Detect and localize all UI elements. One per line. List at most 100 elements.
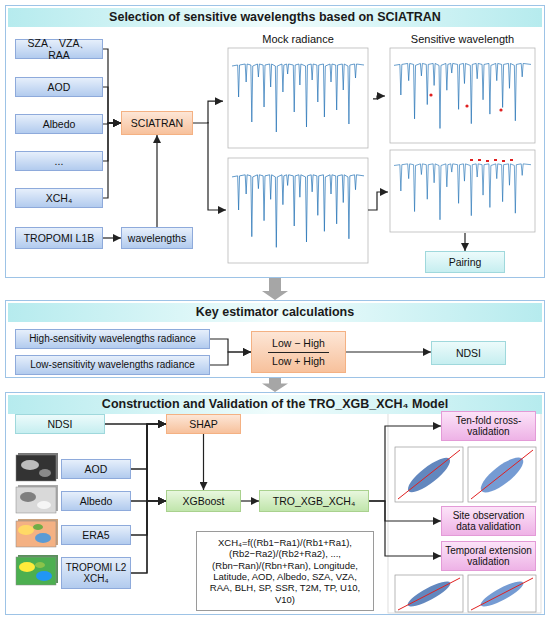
input-box: SZA、VZA、RAA: [15, 39, 103, 59]
node-label: XGBoost: [182, 495, 224, 507]
flow-arrow: [131, 424, 166, 573]
plot-frame: [395, 447, 463, 502]
flow-arrow: [105, 424, 166, 501]
thumbnail: [16, 557, 56, 585]
map-patch: [18, 525, 34, 535]
section-band: Key estimator calculationsHigh-sensitivi…: [5, 300, 545, 378]
input-box: High-sensitivity wavelengths radiance: [15, 329, 210, 349]
node-label: Site observation data validation: [445, 510, 532, 533]
map-patch: [39, 469, 51, 477]
fit-line: [398, 450, 460, 499]
validation-box: Temporal extension validation: [441, 541, 536, 571]
node-label: Ten-fold cross-validation: [445, 415, 532, 438]
flow-arrow: [210, 339, 251, 352]
node-label: AOD: [85, 463, 108, 475]
node-label: TROPOMI L2 XCH₄: [65, 562, 127, 585]
flow-arrow: [203, 434, 204, 490]
flow-arrow: [131, 424, 166, 469]
flow-arrow: [373, 96, 385, 99]
flow-arrow: [346, 351, 431, 352]
validation-box: Ten-fold cross-validation: [441, 411, 536, 441]
node-label: SHAP: [189, 418, 218, 430]
plot-frame: [468, 575, 536, 612]
scatter-plot: [395, 447, 536, 612]
input-box: AOD: [61, 459, 131, 479]
node-label: Low + High: [272, 353, 325, 367]
formula-box: XCH₄=f((Rb1−Ra1)/(Rb1+Ra1), (Rb2−Ra2)/(R…: [196, 531, 374, 611]
output-box: NDSI: [431, 341, 506, 365]
input-box: XCH₄: [15, 188, 103, 208]
node-label: High-sensitivity wavelengths radiance: [29, 333, 196, 345]
flow-arrow: [369, 501, 441, 521]
section-heading: Selection of sensitive wavelengths based…: [8, 8, 542, 27]
node-label: NDSI: [456, 347, 481, 359]
flow-arrow: [369, 426, 441, 501]
sensitive-marker: [499, 108, 502, 111]
plot-frame: [228, 158, 368, 263]
node-label: ERA5: [82, 529, 109, 541]
sensitive-wavelength-plot: [390, 48, 535, 232]
input-box: wavelengths: [121, 227, 193, 249]
flow-arrow: [131, 424, 166, 501]
mock-radiance-plot: [228, 48, 368, 263]
input-box: TROPOMI L1B: [15, 227, 103, 249]
spectrum-line: [394, 164, 531, 220]
thumbnail: [16, 487, 56, 513]
flow-arrow: [105, 423, 166, 424]
process-box: SHAP: [166, 414, 241, 434]
validation-frame: [388, 403, 541, 613]
node-label: SZA、VZA、RAA: [19, 37, 99, 61]
plot-frame: [390, 48, 535, 143]
input-box: Albedo: [15, 114, 103, 134]
node-label: Low − High: [268, 337, 329, 352]
spectrum-line: [232, 64, 364, 132]
fit-line: [471, 450, 533, 499]
thumbnail: [16, 455, 56, 481]
input-box: ...: [15, 151, 103, 171]
map-patch: [19, 562, 35, 572]
flow-arrow: [103, 87, 121, 123]
input-box: Albedo: [61, 491, 131, 511]
node-label: Albedo: [80, 495, 113, 507]
flow-arrow: [131, 500, 166, 501]
node-label: AOD: [48, 81, 71, 93]
output-box: Pairing: [425, 251, 505, 273]
map-patch: [36, 571, 52, 581]
branch-line: [208, 122, 226, 210]
flow-arrow: [241, 500, 259, 501]
node-label: XCH₄: [46, 192, 72, 204]
flow-arrow: [131, 469, 166, 501]
map-patch: [35, 562, 45, 568]
process-box: SCIATRAN: [121, 111, 193, 135]
node-label: Albedo: [43, 118, 76, 130]
sensitive-marker: [429, 93, 432, 96]
section-band: Selection of sensitive wavelengths based…: [5, 5, 545, 278]
plot-frame: [395, 575, 463, 612]
branch-line: [368, 192, 388, 210]
plot-frame: [228, 48, 368, 148]
flow-arrow: [103, 123, 121, 124]
node-label: Mock radiance: [223, 33, 373, 45]
node-label: Low-sensitivity wavelengths radiance: [30, 359, 195, 371]
map-patch: [37, 501, 51, 509]
sensitive-marker: [465, 104, 468, 107]
flow-arrow: [131, 424, 166, 535]
node-label: Sensitive wavelength: [385, 33, 540, 45]
section-arrow: [262, 278, 288, 300]
map-patch: [21, 460, 39, 470]
node-label: TRO_XGB_XCH₄: [273, 495, 355, 507]
sensitive-marker: [470, 160, 513, 161]
thumbnail: [16, 521, 56, 547]
plot-group: Mock radiance: [223, 33, 373, 268]
flow-arrow: [103, 49, 121, 123]
tropomi-thumbnail: [16, 555, 58, 585]
flow-arrow: [131, 501, 166, 573]
node-label: XCH₄=f((Rb1−Ra1)/(Rb1+Ra1), (Rb2−Ra2)/(R…: [202, 537, 368, 605]
era5-thumbnail: [16, 519, 58, 547]
section-band: Construction and Validation of the TRO_X…: [5, 392, 545, 615]
plot-group: Sensitive wavelength: [385, 33, 540, 233]
node-label: wavelengths: [128, 232, 186, 244]
node-label: Pairing: [449, 256, 482, 268]
